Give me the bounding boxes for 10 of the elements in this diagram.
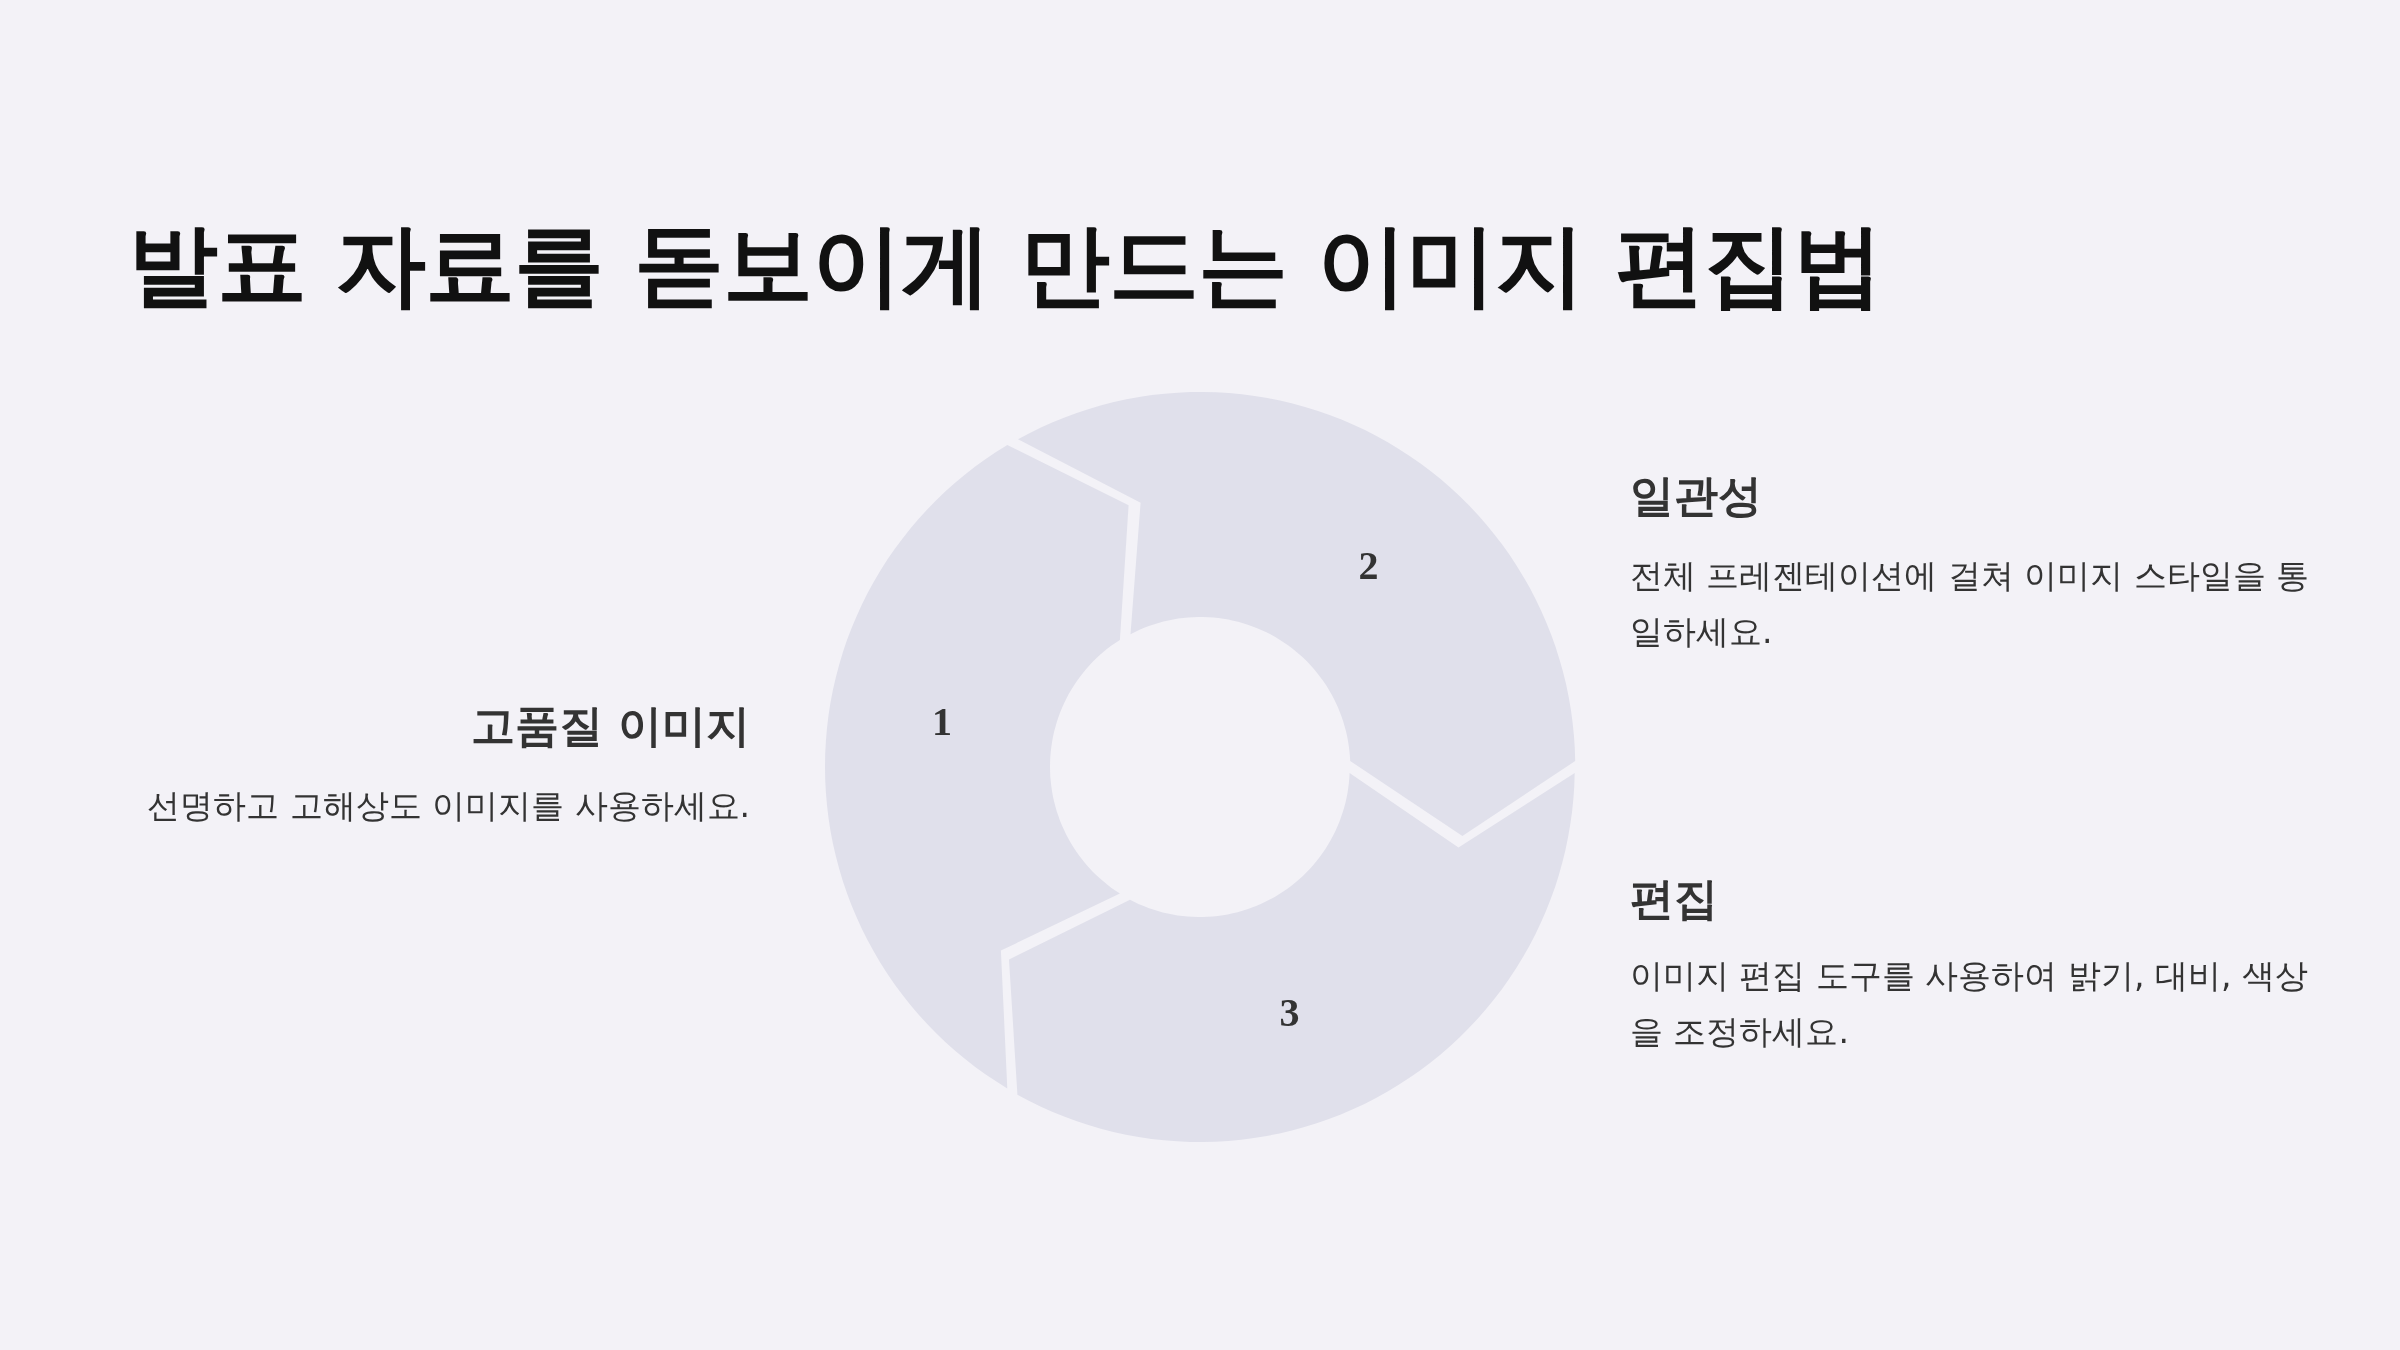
section-heading: 고품질 이미지 <box>469 700 750 753</box>
description-text: 선명하고 고해상도 이미지를 사용하세요. <box>146 785 750 827</box>
description-text: 이미지 편집 도구를 사용하여 밝기, 대비, 색상을 조정하세요. <box>1630 955 2309 1053</box>
section-heading: 일관성 <box>1630 470 1763 523</box>
step-number: 1 <box>931 701 952 742</box>
description-text: 전체 프레젠테이션에 걸쳐 이미지 스타일을 통일하세요. <box>1630 555 2311 653</box>
title: 발표 자료를 돋보이게 만드는 이미지 편집법 <box>128 211 1882 319</box>
section-heading: 편집 <box>1630 873 1719 926</box>
step-number: 2 <box>1358 546 1379 587</box>
step-number: 3 <box>1279 993 1300 1034</box>
